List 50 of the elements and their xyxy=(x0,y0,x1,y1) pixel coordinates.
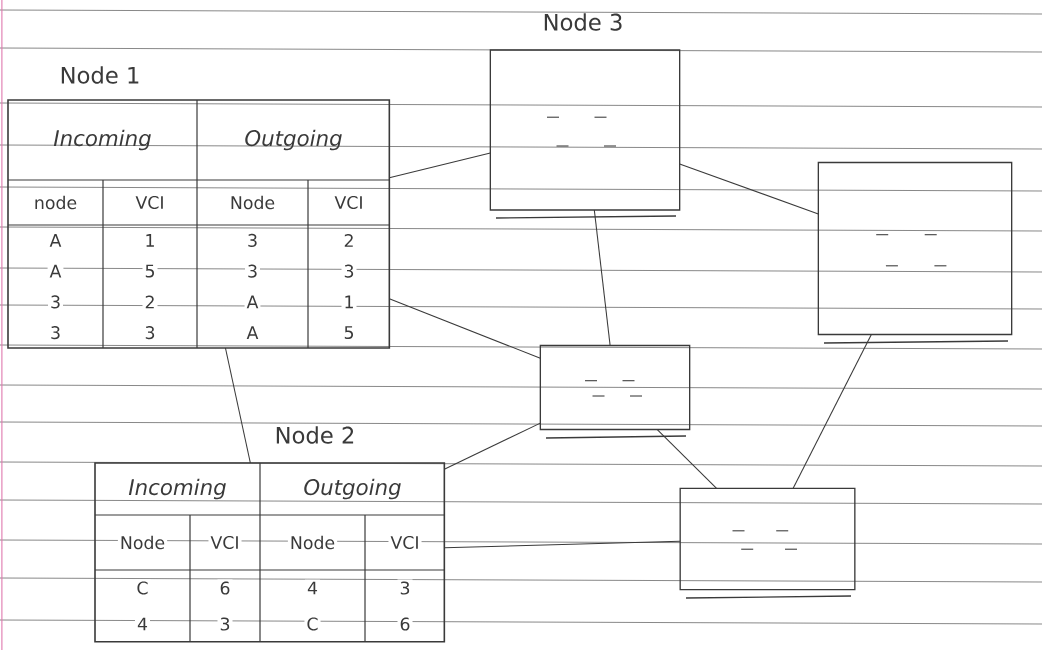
table-cell: A xyxy=(244,293,261,311)
node-label: Node 2 xyxy=(276,426,354,444)
table-cell: 6 xyxy=(397,615,413,633)
node-label: Node 1 xyxy=(61,66,139,84)
table-cell: A xyxy=(47,232,64,249)
table-cell: 2 xyxy=(142,293,158,311)
node-box xyxy=(817,161,1013,344)
table-cell: 5 xyxy=(142,262,158,280)
connector-line xyxy=(792,333,872,489)
column-heading: Node xyxy=(227,193,278,212)
table-cell: 3 xyxy=(245,262,260,280)
table-cell: 3 xyxy=(48,324,63,342)
column-heading: VCI xyxy=(208,533,242,552)
table-cell: 2 xyxy=(341,231,357,249)
connector-line xyxy=(224,347,251,464)
column-heading: VCI xyxy=(133,193,167,212)
connector-line xyxy=(443,540,681,549)
column-heading: Node xyxy=(117,533,168,552)
column-heading: VCI xyxy=(388,533,422,552)
table-cell: A xyxy=(244,324,261,341)
column-heading: Outgoing xyxy=(245,129,342,151)
table-cell: 3 xyxy=(217,615,233,633)
table-cell: C xyxy=(304,615,321,633)
connector-line xyxy=(388,152,491,179)
table-cell: 5 xyxy=(341,324,357,342)
column-heading: node xyxy=(31,193,80,212)
table-cell: 3 xyxy=(245,231,260,249)
table-cell: 1 xyxy=(142,232,158,249)
table-cell: 3 xyxy=(142,324,158,342)
node-label: Node 3 xyxy=(544,13,622,31)
column-heading: Node xyxy=(287,533,338,552)
column-heading: Incoming xyxy=(128,478,226,500)
node-box xyxy=(539,344,691,439)
table-cell: 3 xyxy=(48,293,63,311)
node-box xyxy=(679,487,856,599)
connector-line xyxy=(443,422,541,470)
connector-line xyxy=(388,298,541,359)
connector-line xyxy=(679,163,819,215)
table-cell: 1 xyxy=(341,293,357,311)
connector-line xyxy=(593,209,611,347)
table-cell: 3 xyxy=(341,262,357,280)
table-cell: 3 xyxy=(397,579,413,597)
column-heading: Incoming xyxy=(53,129,151,151)
column-heading: Outgoing xyxy=(304,478,401,500)
column-heading: VCI xyxy=(332,193,366,212)
table-cell: C xyxy=(134,579,151,597)
table-cell: A xyxy=(47,262,64,280)
table-cell: 6 xyxy=(217,579,233,597)
table-cell: 4 xyxy=(135,615,150,633)
connector-line xyxy=(656,428,718,489)
